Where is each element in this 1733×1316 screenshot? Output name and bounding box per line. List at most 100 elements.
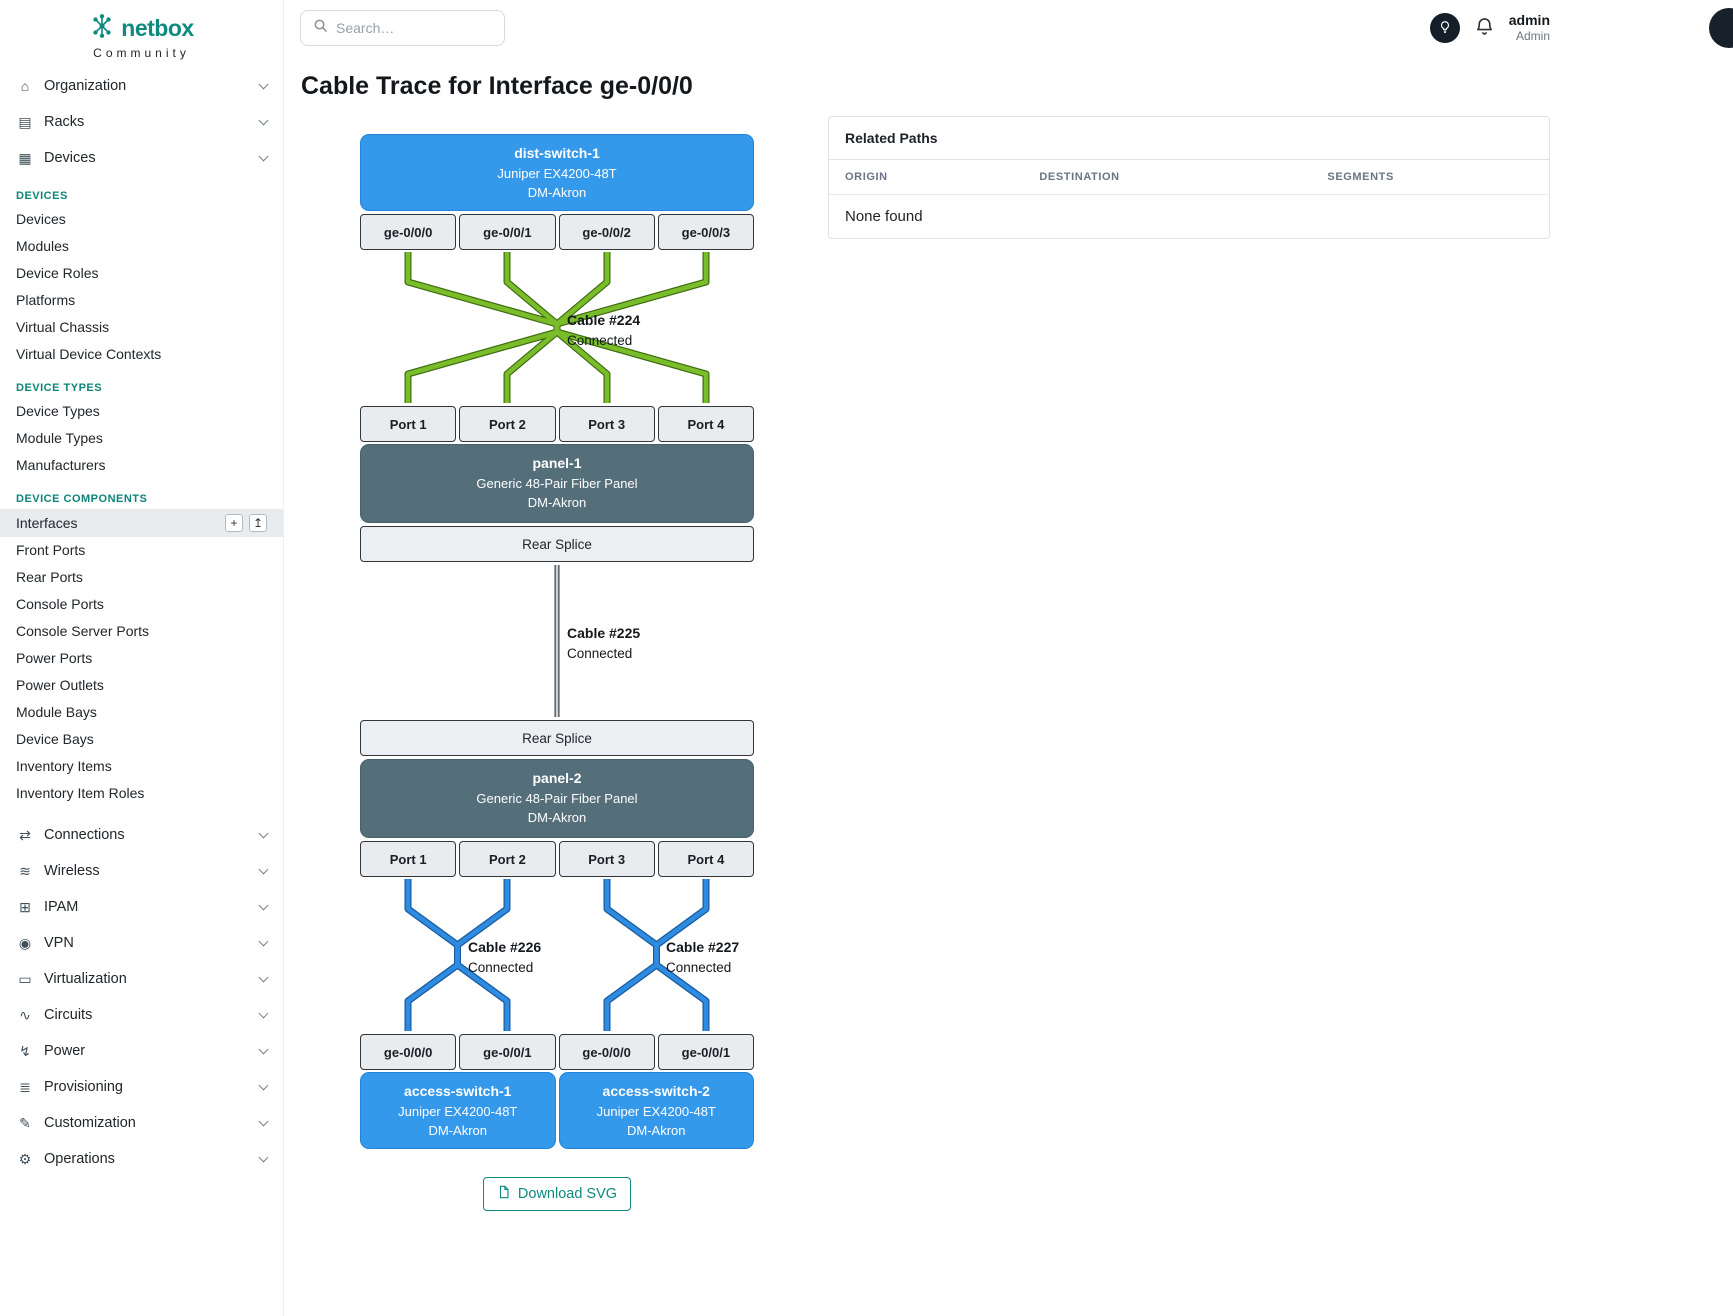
port-node[interactable]: Port 2 [459,406,556,442]
port-node[interactable]: ge-0/0/2 [558,214,655,250]
device-node-dist-switch-1[interactable]: dist-switch-1 Juniper EX4200-48T DM-Akro… [360,134,754,211]
sidebar-group-vpn[interactable]: ◉ VPN [0,925,283,961]
sidebar-item-device-types[interactable]: Device Types [16,403,100,419]
device-node-access-switch-2[interactable]: access-switch-2 Juniper EX4200-48T DM-Ak… [558,1072,754,1149]
sidebar-item-console-server-ports[interactable]: Console Server Ports [16,623,150,639]
virtualization-icon: ▭ [18,971,32,987]
sidebar-item-device-roles[interactable]: Device Roles [16,265,99,281]
chevron-down-icon [258,828,269,838]
port-node[interactable]: ge-0/0/1 [459,214,556,250]
notifications-button[interactable] [1474,16,1495,40]
user-role: Admin [1515,29,1550,44]
port-node[interactable]: ge-0/0/1 [459,1034,556,1070]
sidebar-item-inventory-item-roles[interactable]: Inventory Item Roles [16,785,145,801]
cable-227-label[interactable]: Cable #227 Connected [666,939,740,975]
sidebar-item-virtual-chassis[interactable]: Virtual Chassis [16,319,110,335]
sidebar-group-devices[interactable]: ▦ Devices [0,140,283,176]
cable-status: Connected [567,646,633,661]
sidebar-item-front-ports[interactable]: Front Ports [16,542,86,558]
sidebar-group-operations[interactable]: ⚙ Operations [0,1141,283,1177]
sidebar-item-inventory-items[interactable]: Inventory Items [16,758,112,774]
brand-name: netbox [121,14,194,41]
sidebar-group-provisioning[interactable]: ≣ Provisioning [0,1069,283,1105]
sidebar-section-devices: DEVICES [16,190,68,202]
port-node[interactable]: Port 1 [360,841,457,877]
rear-splice-node[interactable]: Rear Splice [360,526,754,562]
user-name: admin [1508,11,1550,28]
device-node-access-switch-1[interactable]: access-switch-1 Juniper EX4200-48T DM-Ak… [360,1072,556,1149]
chevron-down-icon [258,1044,269,1054]
sidebar-group-ipam[interactable]: ⊞ IPAM [0,889,283,925]
search-input[interactable] [336,20,517,36]
sidebar-item-module-types[interactable]: Module Types [16,430,103,446]
chevron-down-icon [258,79,269,89]
cable-226-227-lines [404,879,710,1031]
page-title: Cable Trace for Interface ge-0/0/0 [301,72,693,100]
sidebar-item-interfaces[interactable]: Interfaces + ↥ [0,509,283,537]
chevron-down-icon [258,1116,269,1126]
cable-226-label[interactable]: Cable #226 Connected [468,939,542,975]
circuits-icon: ∿ [19,1007,31,1023]
netbox-logo-icon [89,13,115,44]
sidebar-group-circuits[interactable]: ∿ Circuits [0,997,283,1033]
user-menu[interactable]: admin Admin [1509,12,1550,45]
topbar: admin Admin [284,0,1733,56]
chevron-down-icon [258,115,269,125]
rear-splice-node[interactable]: Rear Splice [360,720,754,756]
port-node[interactable]: ge-0/0/1 [657,1034,754,1070]
column-header-origin: ORIGIN [829,160,1024,195]
sidebar-group-customization[interactable]: ✎ Customization [0,1105,283,1141]
add-button[interactable]: + [225,514,243,532]
sidebar-group-connections[interactable]: ⇄ Connections [0,817,283,853]
connections-icon: ⇄ [19,827,31,843]
sidebar-item-virtual-device-contexts[interactable]: Virtual Device Contexts [16,346,162,362]
cable-status: Connected [567,333,633,348]
port-node[interactable]: ge-0/0/0 [360,1034,457,1070]
sidebar-group-organization[interactable]: ⌂ Organization [0,68,283,104]
sidebar-item-platforms[interactable]: Platforms [16,292,76,308]
port-node[interactable]: ge-0/0/3 [657,214,754,250]
chevron-down-icon [258,936,269,946]
sidebar-item-devices[interactable]: Devices [16,211,66,227]
theme-toggle-button[interactable] [1429,13,1460,43]
port-node[interactable]: Port 1 [360,406,457,442]
sidebar-group-virtualization[interactable]: ▭ Virtualization [0,961,283,997]
avatar[interactable] [1709,8,1733,48]
sidebar-item-modules[interactable]: Modules [16,238,69,254]
port-node[interactable]: Port 3 [558,406,655,442]
column-header-segments: SEGMENTS [1311,160,1549,195]
sidebar-item-console-ports[interactable]: Console Ports [16,596,104,612]
import-button[interactable]: ↥ [249,514,267,532]
sidebar-item-power-outlets[interactable]: Power Outlets [16,677,104,693]
related-paths-title: Related Paths [829,117,1549,160]
device-node-panel-1[interactable]: panel-1 Generic 48-Pair Fiber Panel DM-A… [360,444,754,523]
sidebar-item-device-bays[interactable]: Device Bays [16,731,94,747]
cable-225-label[interactable]: Cable #225 Connected [567,625,641,661]
port-node[interactable]: ge-0/0/0 [558,1034,655,1070]
cable-status: Connected [666,960,732,975]
port-node[interactable]: Port 3 [558,841,655,877]
topbar-actions: admin Admin [1429,0,1550,56]
sidebar-item-manufacturers[interactable]: Manufacturers [16,457,106,473]
device-node-panel-2[interactable]: panel-2 Generic 48-Pair Fiber Panel DM-A… [360,759,754,838]
sidebar-group-racks[interactable]: ▤ Racks [0,104,283,140]
table-header-row: ORIGIN DESTINATION SEGMENTS [829,160,1549,195]
netbox-logo[interactable]: netbox Community [0,0,283,68]
port-node[interactable]: Port 4 [657,841,754,877]
operations-icon: ⚙ [18,1151,32,1167]
sidebar-item-module-bays[interactable]: Module Bays [16,704,97,720]
sidebar-item-rear-ports[interactable]: Rear Ports [16,569,83,585]
organization-icon: ⌂ [20,78,30,94]
download-svg-button[interactable]: Download SVG [482,1177,632,1211]
port-node[interactable]: Port 4 [657,406,754,442]
lightbulb-icon [1438,20,1452,37]
column-header-destination: DESTINATION [1023,160,1312,195]
sidebar-item-power-ports[interactable]: Power Ports [16,650,93,666]
cable-224-zone: Cable #224 Connected [360,252,754,403]
search-box[interactable] [300,10,517,46]
port-node[interactable]: Port 2 [459,841,556,877]
sidebar-group-wireless[interactable]: ≋ Wireless [0,853,283,889]
port-node[interactable]: ge-0/0/0 [360,214,457,250]
sidebar-group-power[interactable]: ↯ Power [0,1033,283,1069]
cable-224-label[interactable]: Cable #224 Connected [567,312,641,348]
